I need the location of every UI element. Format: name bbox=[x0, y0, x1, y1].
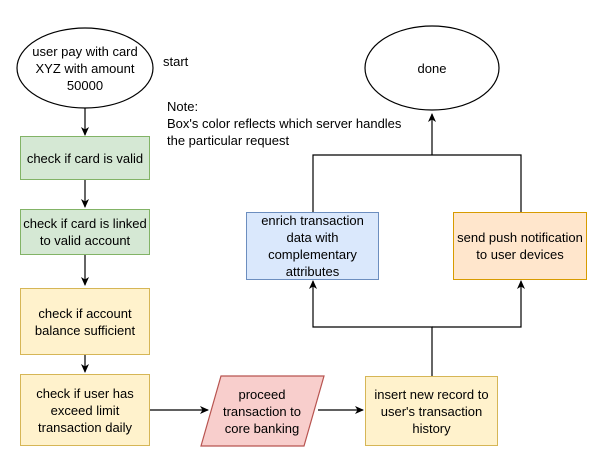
check-card-linked-box[interactable]: check if card is linked to valid account bbox=[20, 209, 150, 255]
done-ellipse-shape[interactable] bbox=[364, 25, 500, 111]
arrow-to-done bbox=[312, 154, 522, 212]
check-balance-box[interactable]: check if account balance sufficient bbox=[20, 288, 150, 355]
arrow-insert-to-enrich bbox=[309, 280, 433, 376]
check-limit-box[interactable]: check if user has exceed limit transacti… bbox=[20, 374, 150, 446]
check-card-valid-box[interactable]: check if card is valid bbox=[20, 136, 150, 180]
done-node-label: done bbox=[417, 60, 447, 76]
enrich-transaction-box[interactable]: enrich transaction data with complementa… bbox=[246, 212, 379, 280]
start-node-label: user pay with card XYZ with amount 50000 bbox=[32, 43, 138, 93]
proceed-node-label: proceed transaction to core banking bbox=[222, 386, 302, 436]
push-notification-box[interactable]: send push notification to user devices bbox=[453, 212, 587, 280]
start-label: start bbox=[163, 54, 189, 69]
arrow-insert-to-push bbox=[432, 280, 525, 328]
note-label: Note: Box's color reflects which server … bbox=[167, 99, 402, 148]
proceed-parallelogram-shape[interactable] bbox=[200, 375, 325, 447]
insert-record-box[interactable]: insert new record to user's transaction … bbox=[365, 376, 498, 446]
